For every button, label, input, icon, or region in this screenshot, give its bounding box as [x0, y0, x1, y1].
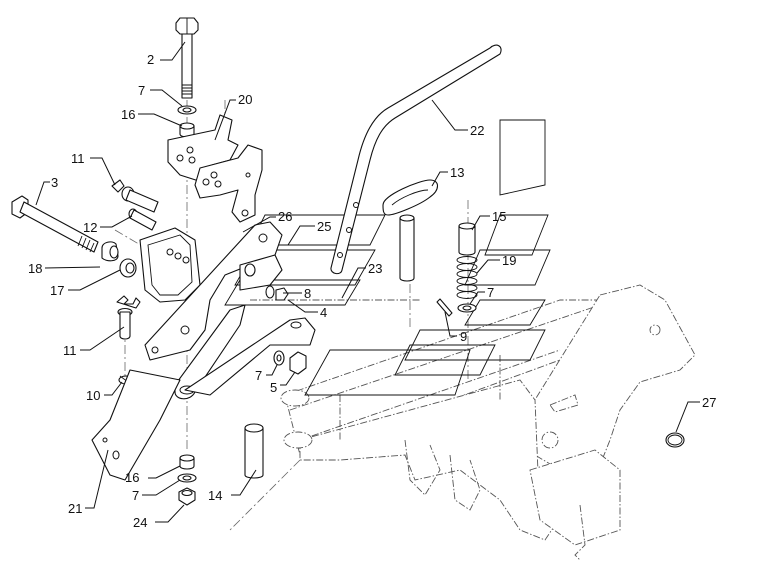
callout-13: 13 — [450, 165, 464, 180]
part-9-roll-pin — [436, 298, 453, 317]
part-7-washer-right — [457, 303, 477, 313]
part-27-circlip — [665, 432, 685, 448]
part-12-pin — [128, 208, 157, 231]
callout-15: 15 — [492, 209, 506, 224]
callout-9: 9 — [460, 329, 467, 344]
callout-8: 8 — [304, 286, 311, 301]
callout-14: 14 — [208, 488, 222, 503]
part-26-housing — [139, 227, 201, 303]
callout-23: 23 — [368, 261, 382, 276]
part-14-sleeve — [244, 423, 264, 479]
part-17-washer — [119, 258, 137, 278]
callout-16: 16 — [125, 470, 139, 485]
part-21-arm — [91, 221, 283, 481]
callout-18: 18 — [28, 261, 42, 276]
ghost-frame — [250, 284, 696, 561]
part-16-bushing-bottom — [179, 454, 195, 470]
callout-7: 7 — [255, 368, 262, 383]
part-5-nut — [289, 351, 307, 375]
part-4-nut — [275, 287, 289, 301]
part-11-clip-pin-lower — [116, 295, 141, 340]
part-3-bolt — [11, 195, 99, 253]
callout-4: 4 — [320, 305, 327, 320]
callout-2: 2 — [147, 52, 154, 67]
callout-12: 12 — [83, 220, 97, 235]
callout-11: 11 — [63, 343, 77, 358]
callout-16: 16 — [121, 107, 135, 122]
callout-7: 7 — [132, 488, 139, 503]
callout-22: 22 — [470, 123, 484, 138]
callout-20: 20 — [238, 92, 252, 107]
callout-7: 7 — [138, 83, 145, 98]
part-2-bolt — [175, 17, 199, 99]
part-20-bracket — [167, 114, 263, 223]
part-11-clip-pin-top — [111, 179, 159, 213]
part-7-washer-bottom — [177, 473, 197, 483]
callout-26: 26 — [278, 209, 292, 224]
callout-7: 7 — [487, 285, 494, 300]
part-19-spring — [456, 256, 478, 299]
part-22-handle — [330, 44, 502, 275]
callout-labels: 2 7 16 20 11 3 12 18 17 11 10 21 16 7 24… — [28, 52, 716, 530]
part-15-bushing — [458, 222, 476, 256]
callout-11: 11 — [71, 151, 85, 166]
part-23-link — [184, 317, 316, 396]
part-7-washer-top — [177, 105, 197, 115]
callout-21: 21 — [68, 501, 82, 516]
callout-25: 25 — [317, 219, 331, 234]
callout-27: 27 — [702, 395, 716, 410]
callout-5: 5 — [270, 380, 277, 395]
callout-10: 10 — [86, 388, 100, 403]
part-7-washer-mid — [273, 350, 285, 366]
callout-19: 19 — [502, 253, 516, 268]
leader-lines — [35, 41, 700, 523]
callout-24: 24 — [133, 515, 147, 530]
callout-3: 3 — [51, 175, 58, 190]
part-18-spacer — [101, 241, 119, 262]
part-25-lever — [239, 254, 283, 291]
part-24-nut — [178, 487, 196, 506]
part-8-washer — [265, 285, 275, 299]
callout-17: 17 — [50, 283, 64, 298]
part-13-lock-pin — [382, 179, 439, 282]
